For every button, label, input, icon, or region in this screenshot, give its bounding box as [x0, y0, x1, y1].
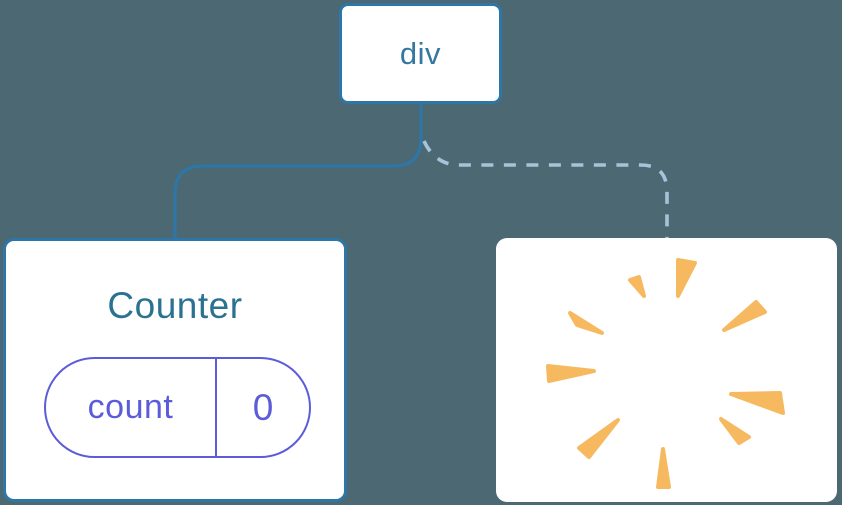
root-node-label: div [399, 35, 442, 71]
counter-component-card: Counter count 0 [3, 238, 347, 502]
connector-dashed [422, 140, 669, 238]
state-pill: count 0 [44, 357, 311, 458]
removed-component-card [496, 238, 837, 502]
root-node-div: div [339, 3, 502, 104]
state-value-label: 0 [215, 359, 309, 456]
connector-solid [173, 104, 423, 239]
counter-title: Counter [107, 285, 243, 326]
state-key-label: count [87, 388, 174, 426]
